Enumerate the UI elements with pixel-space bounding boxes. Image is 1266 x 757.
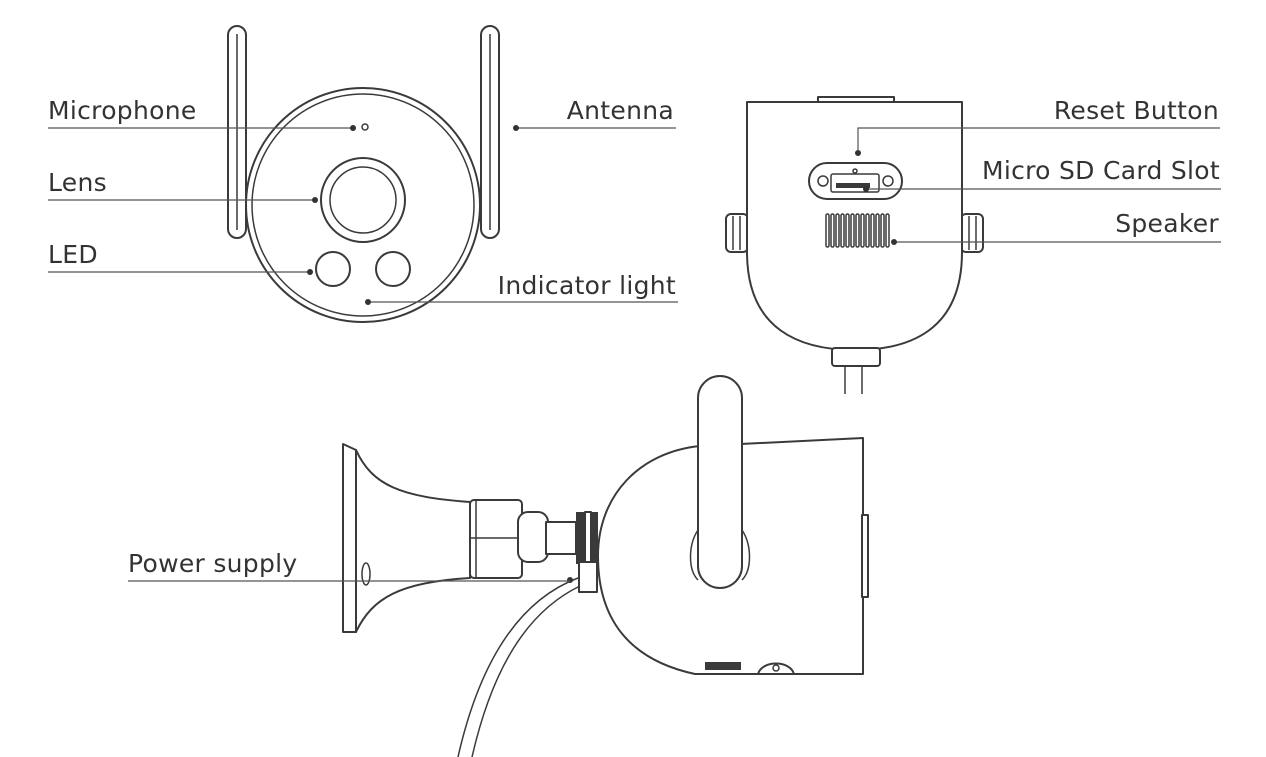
left-knob — [725, 213, 749, 253]
speaker-slot — [855, 213, 860, 248]
speaker-label: Speaker — [1115, 209, 1219, 238]
micro-sd-card-slot-label: Micro SD Card Slot — [982, 156, 1220, 185]
speaker-slot — [870, 213, 875, 248]
speaker-slot — [875, 213, 880, 248]
lens — [320, 157, 406, 243]
power-cable — [457, 577, 579, 757]
right-knob — [960, 213, 984, 253]
speaker-slot — [830, 213, 835, 248]
power-supply-label: Power supply — [128, 549, 297, 578]
callout-antenna: Antenna — [513, 96, 676, 131]
speaker-slot — [880, 213, 885, 248]
speaker-slot — [885, 213, 890, 248]
back-view-camera — [725, 96, 984, 394]
lens-label: Lens — [48, 168, 107, 197]
led-label: LED — [48, 240, 98, 269]
callout-microphone: Microphone — [48, 96, 356, 131]
microphone-hole — [361, 123, 369, 131]
led-left — [315, 251, 351, 287]
callout-led: LED — [48, 240, 313, 275]
callout-micro-sd-card-slot: Micro SD Card Slot — [863, 156, 1221, 192]
callout-speaker: Speaker — [891, 209, 1221, 245]
side-antenna — [697, 375, 743, 589]
speaker-slot — [845, 213, 850, 248]
speaker-slot — [840, 213, 845, 248]
mount-bracket — [355, 449, 471, 633]
speaker-grille — [825, 213, 890, 248]
antenna-label: Antenna — [567, 96, 674, 125]
wall-plate — [342, 443, 357, 633]
front-view-camera — [227, 25, 500, 323]
speaker-slot — [850, 213, 855, 248]
speaker-slot — [825, 213, 830, 248]
callout-reset-button: Reset Button — [855, 96, 1220, 156]
speaker-slot — [865, 213, 870, 248]
callout-lens: Lens — [48, 168, 318, 203]
side-view-camera — [342, 375, 869, 757]
speaker-slot — [860, 213, 865, 248]
bracket-collar — [469, 499, 523, 579]
callout-power-supply: Power supply — [128, 549, 570, 582]
callout-indicator-light: Indicator light — [365, 271, 678, 305]
speaker-slot — [835, 213, 840, 248]
sd-card-slot — [830, 173, 880, 193]
microphone-label: Microphone — [48, 96, 197, 125]
reset-button-hole — [852, 168, 858, 174]
reset-button-label: Reset Button — [1054, 96, 1219, 125]
led-right — [375, 251, 411, 287]
indicator-light-label: Indicator light — [498, 271, 676, 300]
